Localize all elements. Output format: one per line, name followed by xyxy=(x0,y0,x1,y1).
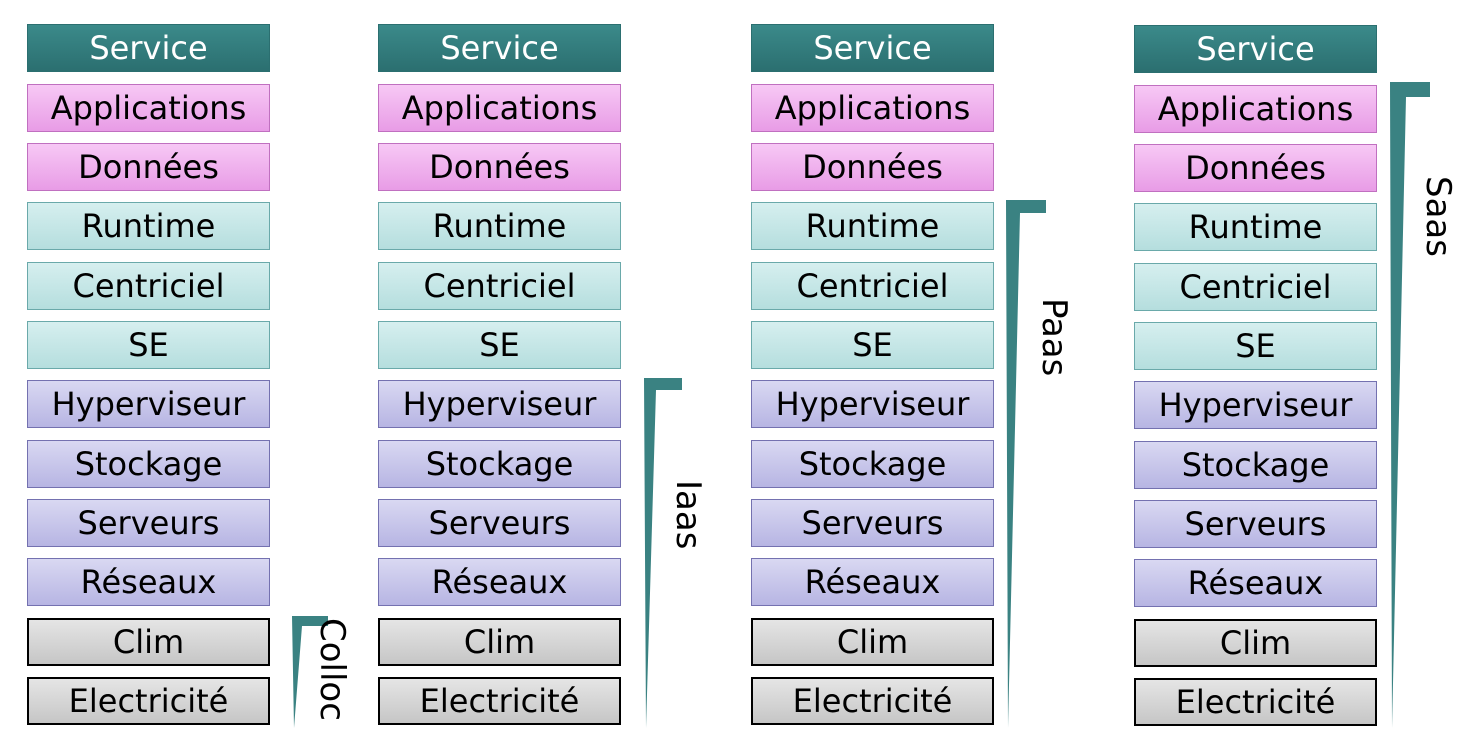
layer-reseaux: Réseaux xyxy=(1134,559,1377,607)
layer-serveurs: Serveurs xyxy=(378,499,621,547)
layer-clim: Clim xyxy=(27,618,270,666)
layer-serveurs: Serveurs xyxy=(27,499,270,547)
layer-donnees: Données xyxy=(378,143,621,191)
layer-centriciel: Centriciel xyxy=(1134,263,1377,311)
layer-se: SE xyxy=(27,321,270,369)
layer-clim: Clim xyxy=(751,618,994,666)
layer-service: Service xyxy=(751,24,994,72)
layer-donnees: Données xyxy=(1134,144,1377,192)
layer-donnees: Données xyxy=(751,143,994,191)
layer-centriciel: Centriciel xyxy=(378,262,621,310)
stack-saas: Service Applications Données Runtime Cen… xyxy=(1134,0,1379,751)
label-iaas: Iaas xyxy=(668,480,708,550)
layer-applications: Applications xyxy=(378,84,621,132)
layer-stockage: Stockage xyxy=(378,440,621,488)
layer-runtime: Runtime xyxy=(1134,203,1377,251)
layer-hyperviseur: Hyperviseur xyxy=(1134,381,1377,429)
layer-reseaux: Réseaux xyxy=(378,558,621,606)
layer-stockage: Stockage xyxy=(27,440,270,488)
bracket-iaas xyxy=(644,378,682,728)
layer-centriciel: Centriciel xyxy=(27,262,270,310)
layer-applications: Applications xyxy=(1134,85,1377,133)
layer-clim: Clim xyxy=(1134,619,1377,667)
stack-iaas: Service Applications Données Runtime Cen… xyxy=(378,0,623,751)
layer-serveurs: Serveurs xyxy=(751,499,994,547)
layer-stockage: Stockage xyxy=(1134,441,1377,489)
stack-colloc: Service Applications Données Runtime Cen… xyxy=(27,0,272,751)
label-saas: Saas xyxy=(1418,176,1458,257)
bracket-colloc xyxy=(292,616,328,728)
layer-hyperviseur: Hyperviseur xyxy=(751,380,994,428)
layer-se: SE xyxy=(1134,322,1377,370)
layer-runtime: Runtime xyxy=(378,202,621,250)
layer-electricite: Electricité xyxy=(1134,678,1377,726)
layer-centriciel: Centriciel xyxy=(751,262,994,310)
layer-electricite: Electricité xyxy=(378,677,621,725)
stack-paas: Service Applications Données Runtime Cen… xyxy=(751,0,996,751)
layer-service: Service xyxy=(27,24,270,72)
layer-serveurs: Serveurs xyxy=(1134,500,1377,548)
layer-se: SE xyxy=(751,321,994,369)
layer-applications: Applications xyxy=(27,84,270,132)
label-colloc: Colloc xyxy=(312,618,352,721)
layer-service: Service xyxy=(378,24,621,72)
layer-se: SE xyxy=(378,321,621,369)
label-paas: Paas xyxy=(1034,298,1074,377)
layer-hyperviseur: Hyperviseur xyxy=(27,380,270,428)
layer-runtime: Runtime xyxy=(751,202,994,250)
layer-donnees: Données xyxy=(27,143,270,191)
layer-clim: Clim xyxy=(378,618,621,666)
layer-hyperviseur: Hyperviseur xyxy=(378,380,621,428)
layer-electricite: Electricité xyxy=(751,677,994,725)
layer-reseaux: Réseaux xyxy=(27,558,270,606)
layer-runtime: Runtime xyxy=(27,202,270,250)
layer-applications: Applications xyxy=(751,84,994,132)
bracket-saas xyxy=(1390,82,1430,728)
layer-electricite: Electricité xyxy=(27,677,270,725)
layer-reseaux: Réseaux xyxy=(751,558,994,606)
bracket-paas xyxy=(1006,200,1046,728)
layer-service: Service xyxy=(1134,25,1377,73)
layer-stockage: Stockage xyxy=(751,440,994,488)
